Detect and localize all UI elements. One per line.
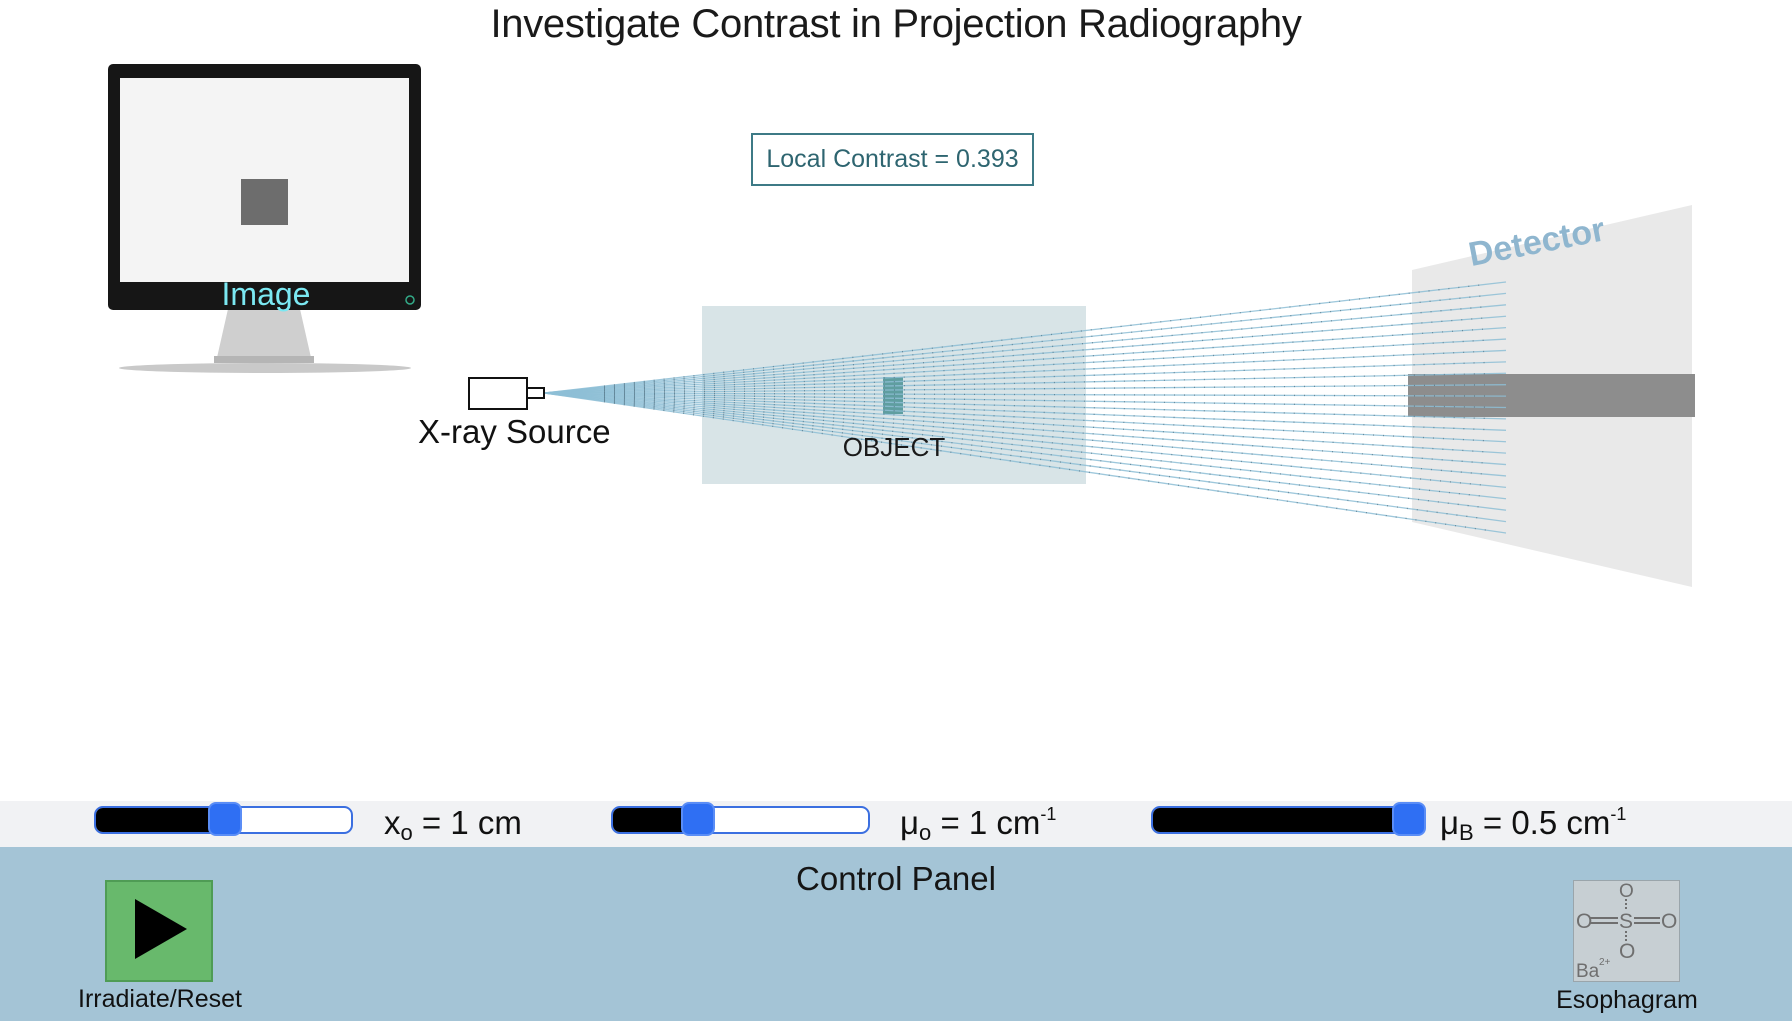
svg-text:O: O — [1661, 910, 1677, 933]
xray-source — [468, 377, 545, 410]
svg-text:O: O — [1619, 881, 1634, 902]
xray-beam — [543, 392, 1507, 511]
mu-b-slider[interactable] — [1151, 806, 1410, 834]
xray-beam-dots — [603, 399, 1487, 509]
esophagram-button[interactable]: O O S O O Ba 2+ — [1573, 880, 1680, 982]
mu-b-label: μB = 0.5 cm-1 — [1440, 804, 1627, 845]
local-contrast-readout: Local Contrast = 0.393 — [751, 133, 1034, 186]
xo-slider-thumb[interactable] — [208, 802, 242, 836]
mu-o-slider[interactable] — [611, 806, 870, 834]
esophagram-label: Esophagram — [1556, 986, 1698, 1014]
xray-beams — [543, 281, 1507, 534]
monitor-label: Image — [221, 276, 311, 312]
mu-b-slider-fill — [1153, 808, 1408, 832]
play-icon — [135, 899, 187, 959]
radiography-scene — [108, 64, 1695, 587]
mu-b-slider-thumb[interactable] — [1392, 802, 1426, 836]
irradiate-reset-button[interactable] — [105, 880, 213, 982]
xo-label: xo = 1 cm — [384, 804, 522, 845]
svg-text:S: S — [1619, 910, 1633, 933]
chemical-structure-icon: O O S O O Ba 2+ — [1576, 881, 1677, 982]
xo-slider-fill — [96, 808, 224, 832]
mu-o-slider-thumb[interactable] — [681, 802, 715, 836]
image-monitor — [108, 64, 421, 373]
image-square — [241, 179, 288, 225]
xray-source-label: X-ray Source — [418, 413, 611, 450]
svg-text:Ba: Ba — [1576, 961, 1600, 981]
svg-text:O: O — [1619, 940, 1635, 963]
object-label: OBJECT — [842, 432, 946, 462]
page-title: Investigate Contrast in Projection Radio… — [490, 2, 1302, 46]
svg-text:2+: 2+ — [1599, 957, 1611, 968]
irradiate-reset-label: Irradiate/Reset — [78, 985, 242, 1013]
xray-beam — [543, 392, 1507, 523]
xray-beam — [543, 392, 1507, 534]
svg-text:O: O — [1576, 910, 1592, 933]
mu-o-label: μo = 1 cm-1 — [900, 804, 1057, 845]
control-panel — [0, 847, 1792, 1021]
control-panel-title: Control Panel — [796, 860, 996, 897]
